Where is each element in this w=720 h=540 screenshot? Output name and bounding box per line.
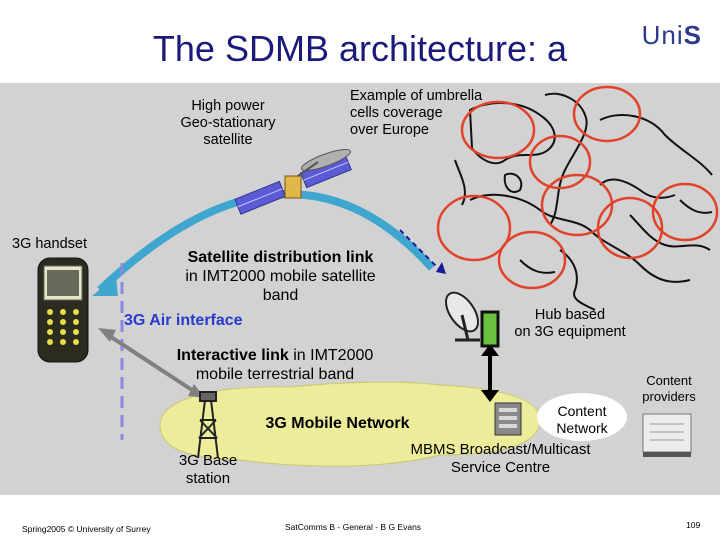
europe-map	[454, 92, 713, 311]
page-number: 109	[686, 520, 701, 530]
interactive-label-line2: mobile terrestrial band	[195, 366, 355, 383]
hub-dashed-link	[399, 229, 441, 271]
distribution-label-line3: band	[262, 287, 299, 304]
satellite-label-line3: satellite	[203, 132, 253, 148]
satellite-label-line1: High power	[191, 98, 265, 114]
hub-label-line2: on 3G equipment	[514, 324, 626, 340]
bmsc-label: MBMS Broadcast/Multicast Service Centre	[393, 441, 608, 477]
rack-equipment-icon	[642, 413, 692, 457]
content-providers-label: Content providers	[628, 373, 710, 405]
bmsc-label-line2: Service Centre	[450, 459, 551, 476]
dish-antenna-icon	[445, 291, 480, 342]
bmsc-label-line1: MBMS Broadcast/Multicast	[410, 441, 591, 458]
unis-logo: UniS	[642, 20, 702, 51]
content-network-label: Content Network	[537, 403, 627, 437]
footer-center: SatComms B - General - B G Evans	[285, 522, 422, 532]
distribution-arrowhead	[92, 276, 118, 296]
satellite-label-line2: Geo-stationary	[180, 115, 276, 131]
hub-label-line1: Hub based	[534, 307, 606, 323]
base-station-line2: station	[185, 470, 231, 487]
hub-arrowhead	[436, 262, 446, 274]
interactive-label: Interactive link in IMT2000 mobile terre…	[150, 346, 400, 384]
distribution-label-line2: in IMT2000 mobile satellite	[185, 268, 376, 285]
tower-icon	[197, 391, 219, 459]
content-providers-line2: providers	[642, 389, 696, 404]
content-providers-line1: Content	[646, 373, 692, 388]
mobile-network-label: 3G Mobile Network	[265, 415, 410, 432]
interactive-label-title: Interactive link	[176, 347, 289, 364]
server-icon	[494, 402, 522, 436]
umbrella-label-line1: Example of umbrella	[350, 88, 483, 104]
interactive-label-rest: in IMT2000	[288, 347, 374, 364]
logo-suffix: S	[683, 20, 702, 50]
interactive-arrow	[106, 333, 197, 394]
satellite-icon	[234, 148, 352, 215]
handset-label: 3G handset	[12, 236, 87, 252]
satellite-label: High power Geo-stationary satellite	[158, 98, 298, 149]
footer-left: Spring2005 © University of Surrey	[22, 524, 151, 534]
content-network-line1: Content	[557, 403, 607, 419]
content-network-oval	[537, 393, 627, 441]
coverage-circles	[436, 85, 719, 290]
distribution-label: Satellite distribution link in IMT2000 m…	[158, 248, 403, 305]
base-station-line1: 3G Base	[178, 452, 238, 469]
handset-icon	[37, 257, 89, 363]
hub-equipment-icon	[480, 310, 500, 348]
content-network-line2: Network	[556, 420, 608, 436]
base-station-label: 3G Base station	[168, 452, 248, 488]
umbrella-label: Example of umbrella cells coverage over …	[350, 88, 520, 139]
logo-prefix: Uni	[641, 20, 684, 50]
slide-title: The SDMB architecture: a	[152, 28, 568, 69]
umbrella-label-line2: cells coverage	[350, 105, 443, 121]
air-interface-label: 3G Air interface	[124, 312, 243, 329]
distribution-label-title: Satellite distribution link	[187, 249, 374, 266]
umbrella-label-line3: over Europe	[350, 122, 429, 138]
hub-label: Hub based on 3G equipment	[500, 307, 640, 341]
